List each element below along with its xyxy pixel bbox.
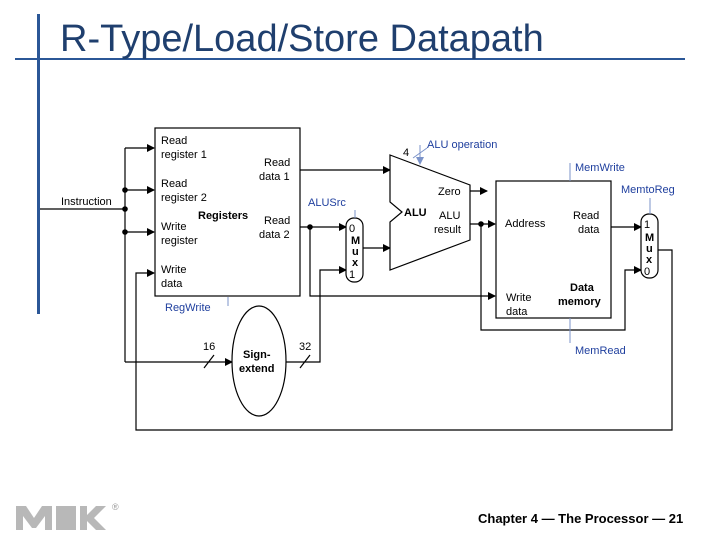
svg-text:data 1: data 1 (259, 171, 290, 183)
alu-result-label-2: result (434, 224, 461, 236)
bits-out-label: 32 (299, 341, 311, 353)
alu-operation-label: ALU operation (427, 139, 497, 151)
mux2-letter-x: x (646, 254, 653, 266)
alu-operation-bits: 4 (403, 147, 409, 159)
registers-label: Registers (198, 210, 248, 222)
svg-text:Read: Read (264, 157, 290, 169)
regwrite-label: RegWrite (165, 302, 211, 314)
svg-text:data 2: data 2 (259, 229, 290, 241)
svg-text:Write: Write (161, 221, 186, 233)
read-data-1-label: Read data 1 (259, 157, 290, 183)
memory-read-data-label-2: data (578, 224, 600, 236)
svg-text:register: register (161, 235, 198, 247)
read-register-2-label: Read register 2 (161, 178, 207, 204)
instruction-wires (40, 144, 233, 366)
alu-operation-width-mark (412, 147, 428, 159)
mux2-letter-u: u (646, 243, 653, 255)
sign-extend-label-2: extend (239, 363, 274, 375)
svg-text:Write: Write (161, 264, 186, 276)
sign-extend-label-1: Sign- (243, 349, 271, 361)
publisher-logo: ® (16, 502, 119, 530)
address-label: Address (505, 218, 546, 230)
register-write-data-label: Write data (161, 264, 186, 290)
read-register-1-label: Read register 1 (161, 135, 207, 161)
bits-in-label: 16 (203, 341, 215, 353)
mux2-letter-m: M (645, 232, 654, 244)
sign-extend-unit (231, 305, 287, 417)
instruction-junctions (122, 187, 128, 235)
mux2-input-0: 0 (644, 266, 650, 278)
mux1-input-1: 1 (349, 269, 355, 281)
data-memory-block (495, 180, 612, 319)
accent-bar (37, 14, 40, 314)
read-data-2-label: Read data 2 (259, 215, 290, 241)
slide-title: R-Type/Load/Store Datapath (60, 18, 544, 60)
memtoreg-label: MemtoReg (621, 184, 675, 196)
memwrite-label: MemWrite (575, 162, 625, 174)
memory-write-data-label-1: Write (506, 292, 531, 304)
svg-text:register 2: register 2 (161, 192, 207, 204)
alu-label: ALU (404, 207, 427, 219)
immediate-wire (286, 266, 347, 363)
mux1-letter-m: M (351, 235, 360, 247)
mux1-letter-u: u (352, 246, 359, 258)
svg-text:Read: Read (264, 215, 290, 227)
memread-label: MemRead (575, 345, 626, 357)
data-memory-label-1: Data (570, 282, 595, 294)
mux1-input-0: 0 (349, 223, 355, 235)
slide-footer: Chapter 4 — The Processor — 21 (478, 511, 684, 526)
svg-text:Read: Read (161, 135, 187, 147)
mux2-input-1: 1 (644, 219, 650, 231)
memory-read-data-label-1: Read (573, 210, 599, 222)
read-data-2-junction (307, 224, 313, 230)
svg-text:Read: Read (161, 178, 187, 190)
registered-mark: ® (112, 502, 119, 512)
mux1-letter-x: x (352, 257, 359, 269)
alusrc-label: ALUSrc (308, 197, 346, 209)
memory-write-data-label-2: data (506, 306, 528, 318)
alu-unit (389, 154, 471, 271)
writeback-wire (135, 249, 673, 431)
svg-text:register 1: register 1 (161, 149, 207, 161)
alu-zero-label: Zero (438, 186, 461, 198)
alu-result-junction (478, 221, 484, 227)
instruction-label: Instruction (61, 196, 112, 208)
write-register-label: Write register (161, 221, 198, 247)
title-underline (15, 58, 685, 60)
register-file-block (154, 127, 301, 297)
alu-result-label-1: ALU (439, 210, 460, 222)
svg-text:data: data (161, 278, 183, 290)
data-memory-label-2: memory (558, 296, 602, 308)
